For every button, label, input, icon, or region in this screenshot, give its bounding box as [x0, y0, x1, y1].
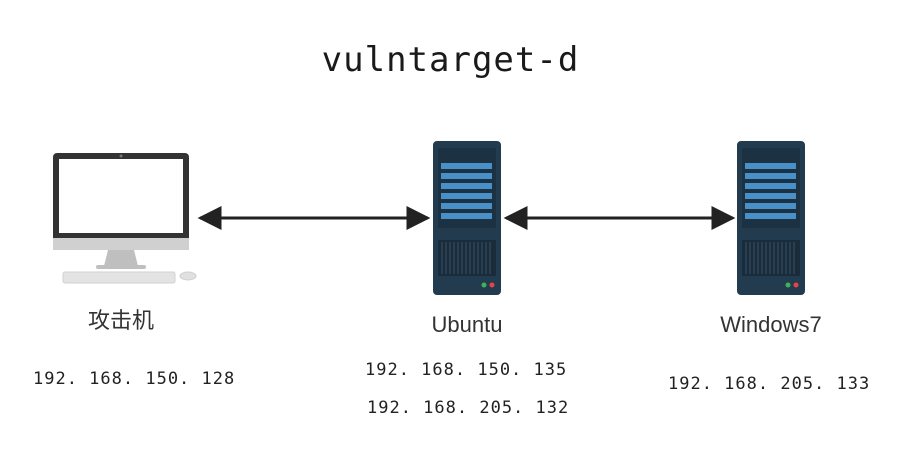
- ubuntu-ip-2: 192. 168. 205. 132: [367, 398, 570, 418]
- windows-label: Windows7: [720, 312, 822, 337]
- diagram-title: vulntarget-d: [321, 40, 580, 80]
- desktop-computer-icon: [53, 153, 197, 284]
- attacker-label: 攻击机: [87, 308, 154, 333]
- ubuntu-ip-1: 192. 168. 150. 135: [365, 360, 568, 380]
- attacker-ip: 192. 168. 150. 128: [33, 369, 236, 389]
- server-icon: [737, 141, 805, 295]
- ubuntu-label: Ubuntu: [431, 312, 503, 337]
- server-icon: [433, 141, 501, 295]
- windows-ip: 192. 168. 205. 133: [668, 374, 871, 394]
